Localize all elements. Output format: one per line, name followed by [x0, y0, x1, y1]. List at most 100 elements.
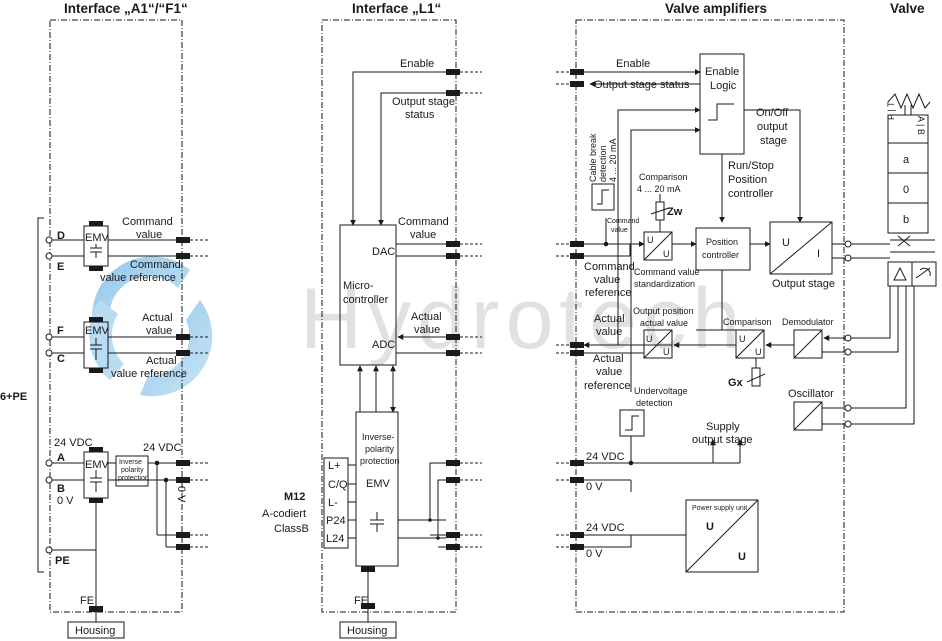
- ui2-u2: U: [663, 347, 670, 357]
- actual-value-ref-line2: value reference: [111, 368, 187, 380]
- m12-pin-2: C/Q: [328, 479, 348, 491]
- actual-value-line1: Actual: [142, 312, 173, 324]
- right-output-status: Output stage status: [594, 79, 690, 91]
- cable-break-2: detection: [598, 145, 608, 182]
- mid-output-status-1: Output stage: [392, 96, 455, 108]
- left-zero-v: 0 V: [57, 495, 74, 507]
- valve-ab: A | B: [916, 116, 926, 135]
- mid-enable: Enable: [400, 58, 434, 70]
- right-panel: [556, 53, 915, 573]
- right-actual-2: value: [596, 326, 622, 338]
- mid-output-status-2: status: [405, 109, 435, 121]
- valve-symbol: [887, 92, 937, 287]
- mid-inverse-3: protection: [360, 456, 400, 466]
- m12-pin-4: P24: [326, 515, 346, 527]
- pin-b: B: [57, 483, 65, 495]
- cable-break-3: 4 ... 20 mA: [608, 138, 618, 182]
- pin-a: A: [57, 452, 65, 464]
- output-pos-2: actual value: [640, 318, 688, 328]
- m12-label: M12: [284, 491, 305, 503]
- left-panel: [37, 217, 210, 639]
- left-housing: Housing: [75, 625, 115, 637]
- mid-command-value-2: value: [410, 229, 436, 241]
- m12-pin-1: L+: [328, 460, 341, 472]
- pin-f: F: [57, 325, 64, 337]
- valve-pos-b: b: [903, 214, 909, 226]
- left-inverse-line2: polarity: [121, 467, 144, 474]
- m12-pin-5: L24: [326, 533, 344, 545]
- pin-pe: PE: [55, 555, 70, 567]
- supply-output-1: Supply: [706, 421, 740, 433]
- comparison-420-2: 4 ... 20 mA: [637, 184, 681, 194]
- pin-c: C: [57, 353, 65, 365]
- zw-label: Zw: [667, 206, 683, 218]
- emv-label-1: EMV: [85, 232, 110, 244]
- frame-interface-a1f1: [49, 19, 183, 613]
- onoff-2: output: [757, 121, 788, 133]
- output-stage-u: U: [782, 237, 790, 249]
- output-pos-1: Output position: [633, 306, 694, 316]
- actual-value-ref-line1: Actual: [146, 355, 177, 367]
- mid-command-value-1: Command: [398, 216, 449, 228]
- psu-u2: U: [738, 551, 746, 563]
- connector-label: 6+PE: [0, 391, 27, 403]
- header-valve-amplifiers: Valve amplifiers: [665, 1, 767, 16]
- output-stage-i: I: [817, 248, 820, 260]
- right-24vdc: 24 VDC: [586, 451, 625, 463]
- cmd-small-2: value: [611, 227, 628, 234]
- left-inverse-line3: protection: [118, 475, 149, 482]
- runstop-1: Run/Stop: [728, 160, 774, 172]
- m12-coding-1: A-codiert: [262, 508, 306, 520]
- onoff-3: stage: [760, 135, 787, 147]
- mid-micro-1: Micro-: [343, 280, 374, 292]
- cmp-u2: U: [755, 347, 762, 357]
- frame-interface-l1: [321, 19, 457, 613]
- left-connector-pins: [89, 221, 190, 612]
- ui-u2-label: U: [663, 249, 670, 259]
- runstop-3: controller: [728, 188, 774, 200]
- onoff-1: On/Off: [756, 107, 789, 119]
- m12-pin-3: L-: [328, 497, 338, 509]
- cmd-ref-3: reference: [585, 287, 631, 299]
- emv-label-2: EMV: [85, 325, 110, 337]
- valve-pos-a: a: [903, 154, 910, 166]
- undervoltage-2: detection: [636, 398, 673, 408]
- mid-emv: EMV: [366, 478, 391, 490]
- mid-actual-1: Actual: [411, 311, 442, 323]
- comparison-420-1: Comparison: [639, 172, 688, 182]
- comparison-label: Comparison: [723, 317, 772, 327]
- right-enable: Enable: [616, 58, 650, 70]
- command-value-line1: Command: [122, 216, 173, 228]
- power-24vdc: 24 VDC: [586, 522, 625, 534]
- cmd-std-1: Command value: [634, 267, 700, 277]
- left-right-24vdc: 24 VDC: [143, 442, 182, 454]
- right-actual-ref-3: reference: [584, 380, 630, 392]
- pin-d: D: [57, 230, 65, 242]
- mid-inverse-2: polarity: [365, 444, 395, 454]
- ui-u-label: U: [647, 235, 654, 245]
- command-value-line2: value: [136, 229, 162, 241]
- cmp-u: U: [739, 334, 746, 344]
- position-controller-2: controller: [702, 250, 739, 260]
- mid-inverse-1: Inverse-: [362, 432, 395, 442]
- undervoltage-1: Undervoltage: [634, 386, 688, 396]
- left-inverse-line1: Inverse: [119, 459, 142, 466]
- frame-valve-amplifiers: [575, 19, 845, 613]
- psu-u1: U: [706, 521, 714, 533]
- pin-e: E: [57, 261, 64, 273]
- actual-value-line2: value: [146, 325, 172, 337]
- right-actual-ref-1: Actual: [593, 353, 624, 365]
- left-fe: FE: [80, 595, 94, 607]
- mid-dac: DAC: [372, 246, 395, 258]
- watermark-text: Hydrotech: [300, 271, 746, 367]
- valve-pos-0: 0: [903, 184, 909, 196]
- right-connector-pins: [570, 69, 584, 550]
- cmd-small-1: Command: [607, 218, 639, 225]
- runstop-2: Position: [728, 174, 767, 186]
- position-controller-1: Position: [706, 237, 738, 247]
- right-actual-1: Actual: [594, 313, 625, 325]
- supply-output-2: output stage: [692, 434, 753, 446]
- demodulator-label: Demodulator: [782, 317, 834, 327]
- enable-logic-2: Logic: [710, 80, 737, 92]
